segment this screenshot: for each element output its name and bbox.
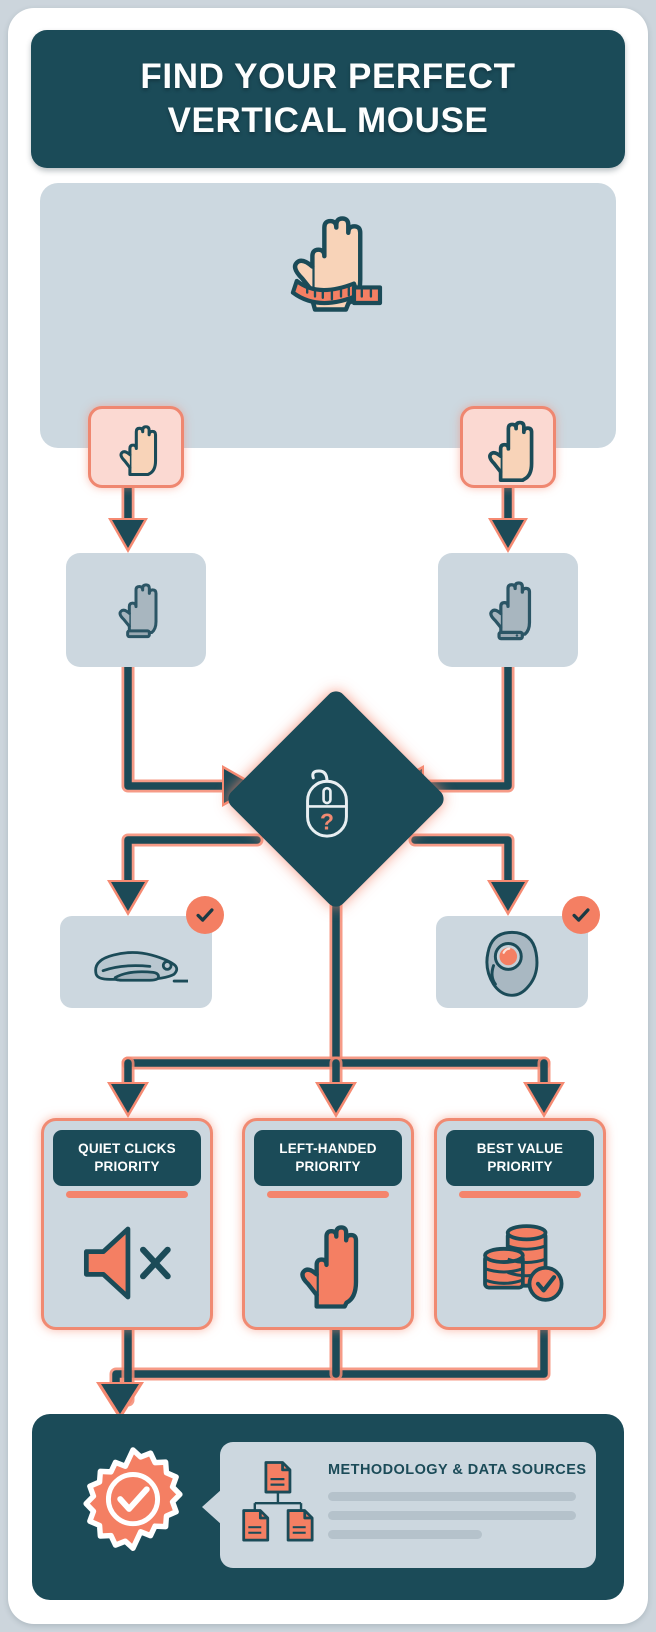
placeholder-line (328, 1492, 576, 1501)
trackball-mouse-result[interactable] (436, 916, 588, 1008)
trackball-mouse-icon (485, 930, 539, 997)
infographic-card: FIND YOUR PERFECT VERTICAL MOUSE (8, 8, 648, 1624)
glove-box-right[interactable] (438, 553, 578, 667)
question-mark-glyph: ? (320, 808, 334, 834)
large-hand-icon (488, 420, 534, 482)
page-title: FIND YOUR PERFECT VERTICAL MOUSE (140, 55, 515, 143)
methodology-placeholder-lines (328, 1492, 576, 1549)
priority-card-rule (267, 1191, 389, 1198)
priority-card-rule (66, 1191, 188, 1198)
placeholder-line (328, 1511, 576, 1520)
priority-card-rule (459, 1191, 581, 1198)
page-title-line2: VERTICAL MOUSE (167, 101, 489, 140)
glove-icon (118, 583, 158, 639)
document-hierarchy-icon (242, 1461, 314, 1542)
placeholder-line (328, 1530, 482, 1539)
method-card[interactable]: METHODOLOGY & DATA SOURCES (220, 1442, 596, 1568)
small-hand-box[interactable] (88, 406, 184, 488)
result-check-badge-right (562, 896, 600, 934)
page-title-line1: FIND YOUR PERFECT (140, 57, 516, 97)
measure-hand-panel (40, 183, 616, 448)
hand-with-measuring-tape-icon (290, 216, 383, 312)
standard-mouse-result[interactable] (60, 916, 212, 1008)
large-hand-box[interactable] (460, 406, 556, 488)
glove-box-left[interactable] (66, 553, 206, 667)
page-title-banner: FIND YOUR PERFECT VERTICAL MOUSE (31, 30, 625, 168)
methodology-title: METHODOLOGY & DATA SOURCES (328, 1462, 587, 1478)
small-hand-icon (119, 425, 158, 476)
result-check-badge-left (186, 896, 224, 934)
coin-stack-check-icon (483, 1224, 564, 1302)
left-hand-icon (300, 1225, 359, 1309)
standard-mouse-icon (94, 951, 188, 983)
verified-seal-icon (83, 1447, 183, 1551)
method-card-tail (202, 1489, 222, 1525)
check-badge-icon (572, 908, 590, 922)
check-badge-icon (196, 908, 214, 922)
footer-methodology: METHODOLOGY & DATA SOURCES (32, 1414, 624, 1600)
mouse-question-icon: ? (306, 769, 348, 838)
glove-icon (489, 581, 532, 641)
muted-speaker-icon (83, 1226, 171, 1300)
